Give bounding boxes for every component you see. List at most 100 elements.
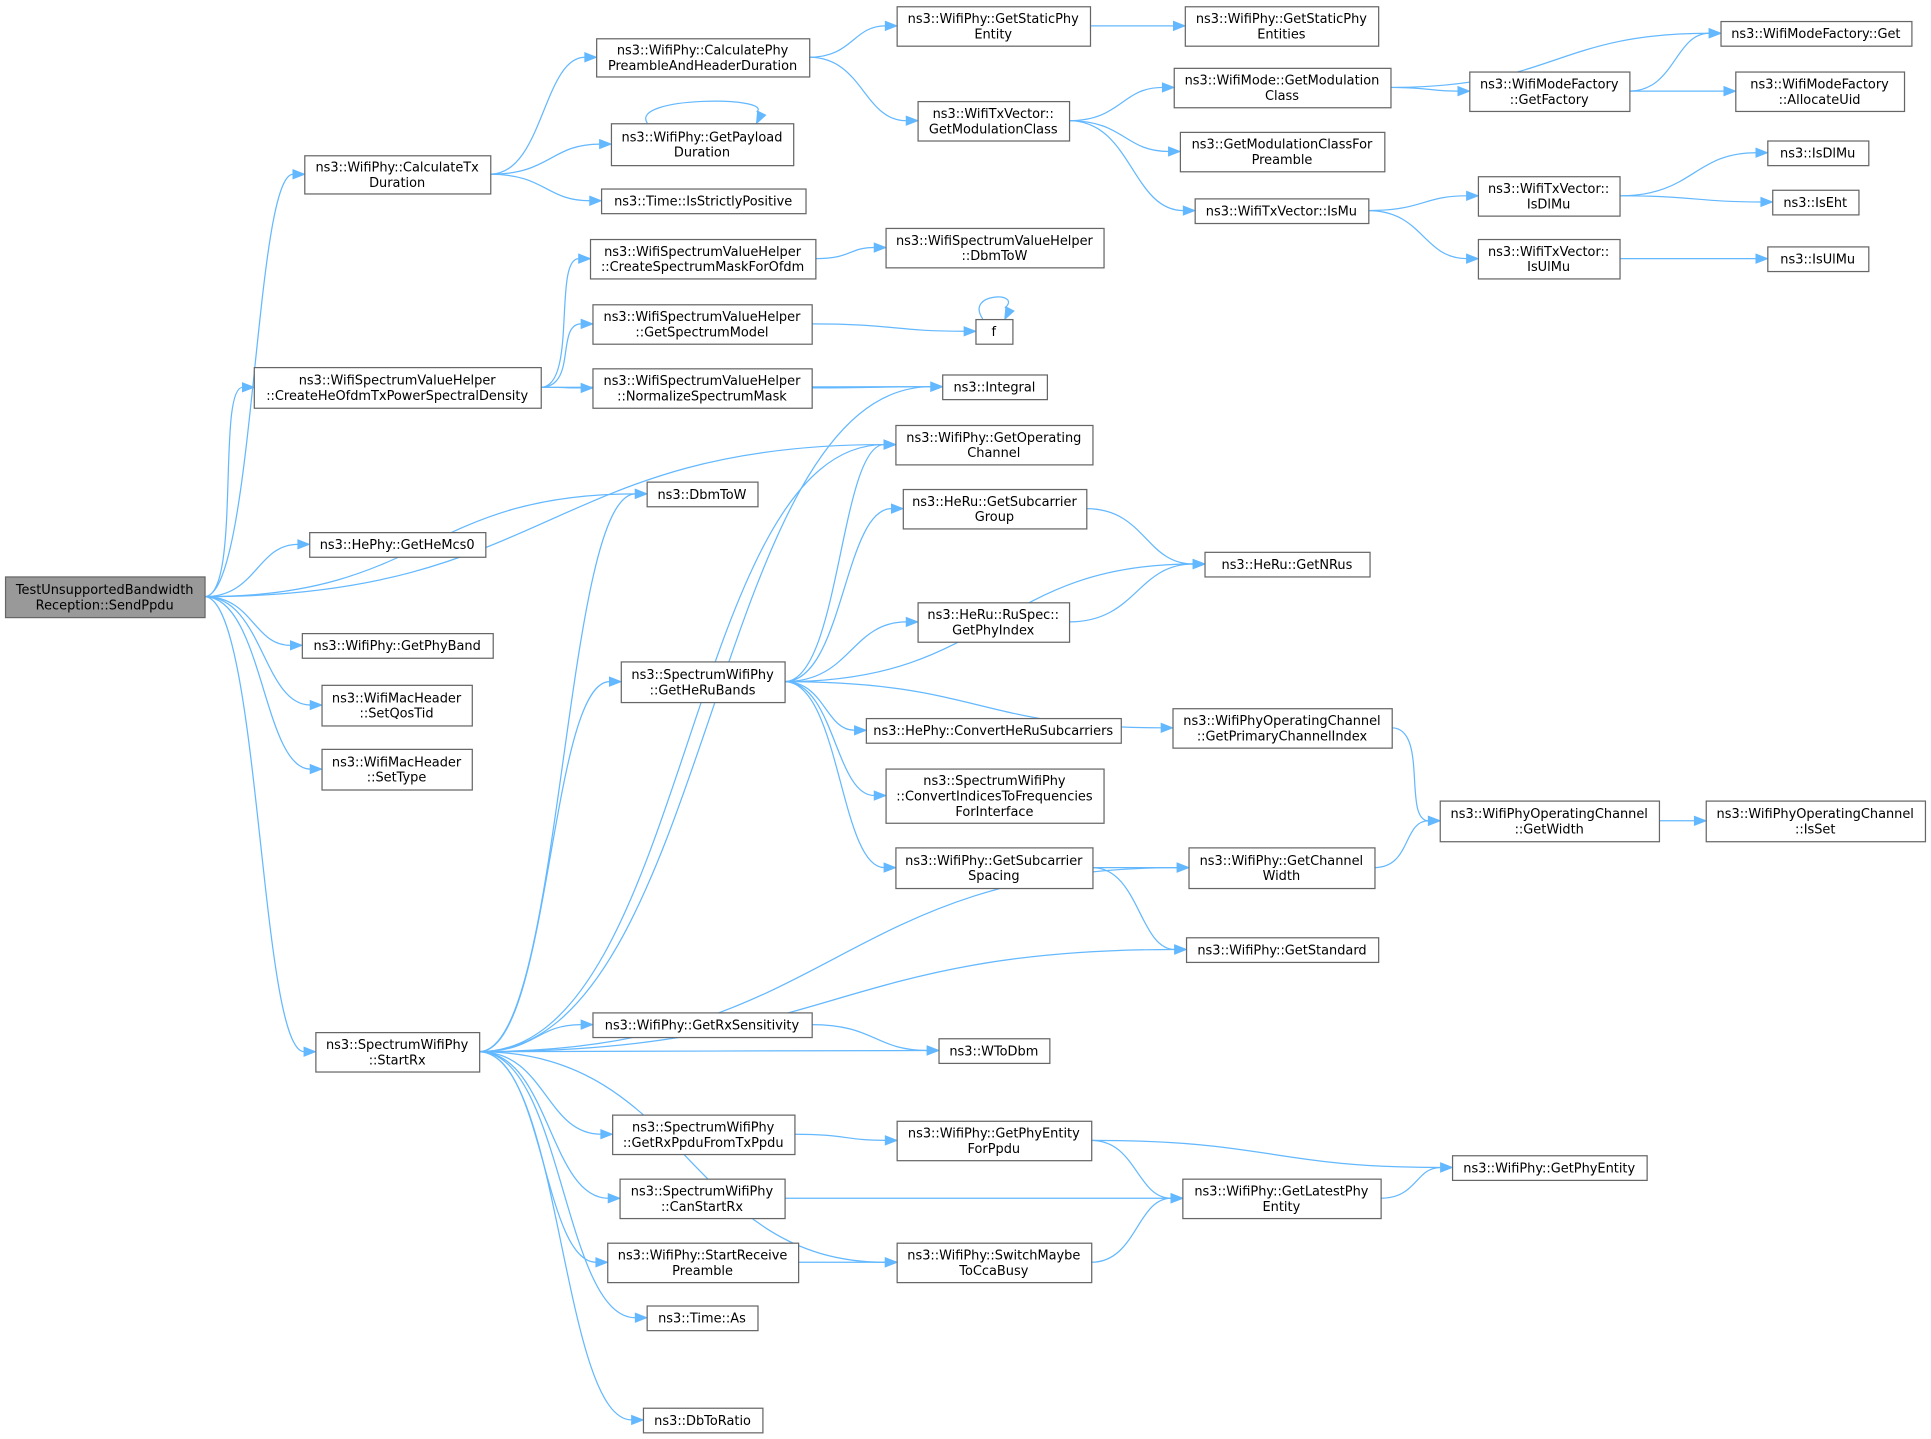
node-hephy-gethemcs0[interactable]: ns3::HePhy::GetHeMcs0 — [309, 532, 487, 558]
node-iseht[interactable]: ns3::IsEht — [1772, 189, 1860, 216]
edge-wifiphy-getsubcarrier-spacing-to-wifiphy-getchannel-width-arrowhead-icon — [1176, 862, 1191, 873]
node-wifiphy-getphyband[interactable]: ns3::WifiPhy::GetPhyBand — [301, 632, 494, 659]
node-wifitxvector-isulmu[interactable]: ns3::WifiTxVector::IsUlMu — [1477, 238, 1621, 280]
edge-spectrumwifiphy-startrx-to-spectrumwifiphy-getrxppdufromtxppdu-arrowhead-icon — [600, 1129, 614, 1140]
node-heru-ruspec-getphyindex[interactable]: ns3::HeRu::RuSpec::GetPhyIndex — [917, 602, 1071, 643]
node-wifimodefactory-getfactory[interactable]: ns3::WifiModeFactory::GetFactory — [1469, 71, 1631, 113]
node-testunsupportedbandwidth-reception-sendppdu[interactable]: TestUnsupportedBandwidthReception::SendP… — [4, 576, 206, 619]
node-f[interactable]: f — [975, 318, 1014, 345]
node-box — [1451, 1155, 1648, 1182]
node-heru-getnrus[interactable]: ns3::HeRu::GetNRus — [1204, 551, 1371, 578]
node-box — [646, 1305, 759, 1332]
node-spectrumwifiphy-canstartrx[interactable]: ns3::SpectrumWifiPhy::CanStartRx — [619, 1178, 786, 1220]
node-label: ns3::WifiPhy::GetRxSensitivity — [605, 1019, 800, 1034]
node-label: ns3::WifiSpectrumValueHelper — [299, 374, 497, 389]
edges-layer — [204, 20, 1774, 1426]
node-label: ns3::WToDbm — [949, 1044, 1038, 1059]
edge-wifiphy-calculatephy-preambleandheaderduration-to-wifitxvector-getmodulationclass — [809, 56, 907, 122]
node-wifimode-getmodulation-class[interactable]: ns3::WifiMode::GetModulationClass — [1173, 67, 1392, 109]
node-box — [1188, 847, 1376, 890]
node-wifimacheader-setqostid[interactable]: ns3::WifiMacHeader::SetQosTid — [321, 684, 473, 727]
node-spectrumwifiphy-convertindicestofrequencies-forinterface[interactable]: ns3::SpectrumWifiPhy::ConvertIndicesToFr… — [885, 768, 1105, 824]
node-label: ns3::IsEht — [1783, 196, 1847, 211]
edge-wifitxvector-isulmu-to-isulmu-arrowhead-icon — [1755, 253, 1769, 264]
node-wifimodefactory-get[interactable]: ns3::WifiModeFactory::Get — [1720, 20, 1913, 47]
node-wifispectrumvaluehelper-getspectrummodel[interactable]: ns3::WifiSpectrumValueHelper::GetSpectru… — [592, 304, 813, 345]
node-isdlmu[interactable]: ns3::IsDlMu — [1767, 140, 1870, 167]
node-label: ns3::DbToRatio — [654, 1414, 751, 1429]
edge-testunsupportedbandwidth-reception-sendppdu-to-wifimacheader-settype-arrowhead-icon — [309, 763, 324, 775]
node-hephy-convertherusubcarriers[interactable]: ns3::HePhy::ConvertHeRuSubcarriers — [865, 717, 1122, 744]
node-box — [1194, 198, 1370, 225]
node-wifitxvector-ismu[interactable]: ns3::WifiTxVector::IsMu — [1194, 198, 1370, 225]
node-label: Entity — [1263, 1200, 1301, 1215]
edge-wifiphy-getstaticphy-entity-to-wifiphy-getstaticphy-entities-arrowhead-icon — [1173, 20, 1187, 32]
node-isulmu[interactable]: ns3::IsUlMu — [1767, 246, 1870, 273]
node-wifispectrumvaluehelper-createheofdmtxpowerspectraldensity[interactable]: ns3::WifiSpectrumValueHelper::CreateHeOf… — [253, 366, 542, 409]
node-box — [589, 238, 817, 280]
node-box — [321, 684, 473, 727]
node-wifispectrumvaluehelper-createspectrummaskforofdm[interactable]: ns3::WifiSpectrumValueHelper::CreateSpec… — [589, 238, 817, 280]
node-wifitxvector-isdlmu[interactable]: ns3::WifiTxVector::IsDlMu — [1477, 176, 1621, 217]
edge-spectrumwifiphy-getherubands-to-wifiphy-getoperating-channel-arrowhead-icon — [883, 439, 897, 450]
node-spectrumwifiphy-getrxppdufromtxppdu[interactable]: ns3::SpectrumWifiPhy::GetRxPpduFromTxPpd… — [612, 1114, 796, 1156]
node-label: ns3::WifiMacHeader — [332, 755, 462, 770]
edge-spectrumwifiphy-startrx-to-dbmtow — [479, 493, 636, 1053]
node-label: ns3::WifiPhy::SwitchMaybe — [907, 1249, 1080, 1264]
node-integral[interactable]: ns3::Integral — [942, 374, 1049, 401]
node-wifitxvector-getmodulationclass[interactable]: ns3::WifiTxVector::GetModulationClass — [917, 100, 1071, 142]
node-wtodbm[interactable]: ns3::WToDbm — [938, 1038, 1051, 1065]
node-box — [1182, 1178, 1382, 1220]
node-wifiphyoperatingchannel-getprimarychannelindex[interactable]: ns3::WifiPhyOperatingChannel::GetPrimary… — [1172, 708, 1393, 749]
edge-wifispectrumvaluehelper-createspectrummaskforofdm-to-wifispectrumvaluehelper-dbmtow — [815, 246, 875, 260]
node-wifiphy-getphyentity[interactable]: ns3::WifiPhy::GetPhyEntity — [1451, 1155, 1648, 1182]
node-wifimacheader-settype[interactable]: ns3::WifiMacHeader::SetType — [321, 748, 473, 791]
edge-spectrumwifiphy-getherubands-to-spectrumwifiphy-convertindicestofrequencies-forinterface — [784, 681, 875, 797]
edge-wifitxvector-isdlmu-to-iseht-arrowhead-icon — [1760, 196, 1774, 208]
node-wifiphyoperatingchannel-getwidth[interactable]: ns3::WifiPhyOperatingChannel::GetWidth — [1439, 800, 1661, 843]
node-time-as[interactable]: ns3::Time::As — [646, 1305, 759, 1332]
edge-wifiphy-switchmaybe-toccabusy-to-wifiphy-getlatestphy-entity — [1091, 1197, 1172, 1263]
node-wifiphy-calculatephy-preambleandheaderduration[interactable]: ns3::WifiPhy::CalculatePhyPreambleAndHea… — [596, 38, 811, 78]
node-box — [592, 304, 813, 345]
edge-wifispectrumvaluehelper-createheofdmtxpowerspectraldensity-to-wifispectrumvaluehelper-getspectrummodel — [540, 323, 582, 388]
node-label: ns3::IsDlMu — [1780, 147, 1855, 162]
node-label: ns3::SpectrumWifiPhy — [326, 1038, 469, 1053]
node-wifispectrumvaluehelper-normalizespectrummask[interactable]: ns3::WifiSpectrumValueHelper::NormalizeS… — [592, 368, 813, 409]
node-label: ns3::WifiPhy::CalculateTx — [315, 160, 479, 175]
node-time-isstrictlypositive[interactable]: ns3::Time::IsStrictlyPositive — [600, 188, 807, 215]
edge-spectrumwifiphy-startrx-to-integral-arrowhead-icon — [930, 381, 944, 392]
node-spectrumwifiphy-startrx[interactable]: ns3::SpectrumWifiPhy::StartRx — [315, 1031, 481, 1073]
node-label: IsUlMu — [1527, 260, 1570, 275]
node-dbmtow[interactable]: ns3::DbmToW — [646, 481, 759, 508]
node-box — [885, 768, 1105, 824]
node-label: ns3::WifiTxVector:: — [933, 107, 1054, 122]
edge-wifiphy-calculatetx-duration-to-wifiphy-calculatephy-preambleandheaderduration — [490, 56, 585, 175]
edge-wifiphy-calculatetx-duration-to-time-isstrictlypositive — [490, 173, 590, 202]
node-label: ns3::WifiMode::GetModulation — [1185, 74, 1380, 89]
node-wifispectrumvaluehelper-dbmtow[interactable]: ns3::WifiSpectrumValueHelper::DbmToW — [885, 227, 1105, 269]
node-dbtoratio[interactable]: ns3::DbToRatio — [642, 1407, 764, 1434]
node-wifiphyoperatingchannel-isset[interactable]: ns3::WifiPhyOperatingChannel::IsSet — [1705, 800, 1927, 843]
node-wifiphy-getrxsensitivity[interactable]: ns3::WifiPhy::GetRxSensitivity — [592, 1012, 813, 1039]
node-wifimodefactory-allocateuid[interactable]: ns3::WifiModeFactory::AllocateUid — [1735, 71, 1906, 113]
node-box — [895, 424, 1094, 466]
node-spectrumwifiphy-getherubands[interactable]: ns3::SpectrumWifiPhy::GetHeRuBands — [620, 661, 786, 704]
node-label: ForPpdu — [968, 1142, 1021, 1157]
node-box — [1469, 71, 1631, 113]
node-wifiphy-getstandard[interactable]: ns3::WifiPhy::GetStandard — [1185, 937, 1380, 964]
edge-spectrumwifiphy-getherubands-to-heru-getsubcarrier-group — [784, 507, 892, 683]
